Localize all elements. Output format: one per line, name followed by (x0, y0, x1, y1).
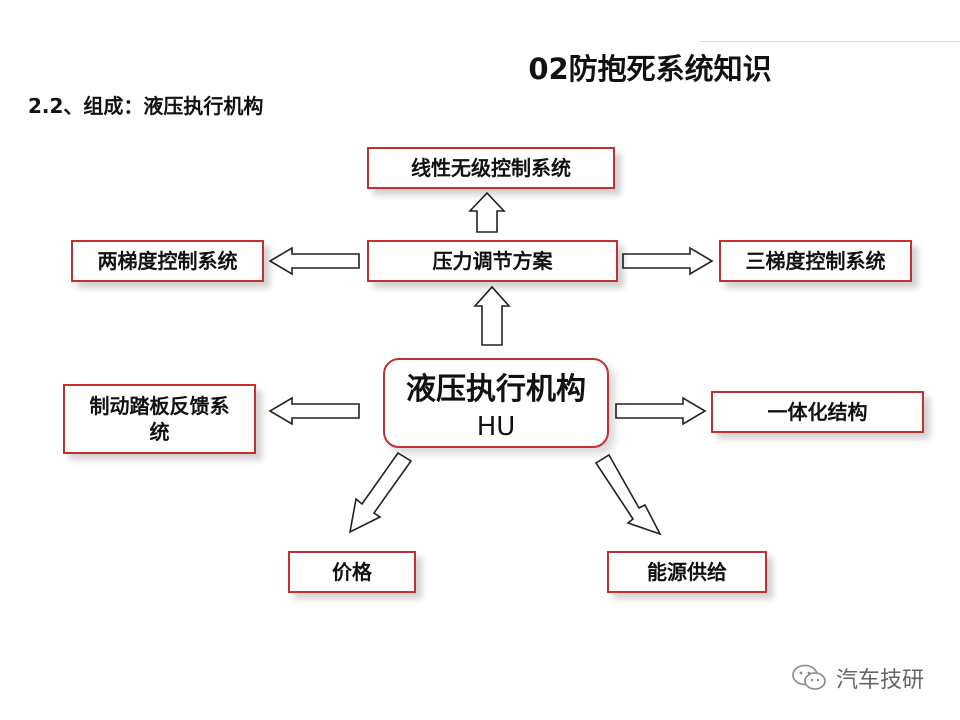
node-integrated-structure: 一体化结构 (711, 391, 924, 433)
node-two-gradient-control: 两梯度控制系统 (71, 240, 264, 282)
arrow-up-to-linear (468, 191, 506, 233)
section-subtitle: 2.2、组成：液压执行机构 (28, 94, 264, 118)
node-pressure-scheme: 压力调节方案 (367, 240, 618, 282)
hydraulic-unit-abbr: HU (476, 412, 516, 442)
arrow-down-left-to-price (348, 451, 413, 534)
node-price: 价格 (288, 551, 416, 593)
arrow-left-to-two-gradient (268, 246, 360, 276)
arrow-right-to-integrated (615, 396, 707, 426)
node-pedal-feedback: 制动踏板反馈系 统 (63, 384, 256, 454)
header-divider-line (700, 41, 960, 42)
node-three-gradient-control: 三梯度控制系统 (719, 240, 912, 282)
watermark-text: 汽车技研 (836, 668, 925, 693)
arrow-right-to-three-gradient (622, 246, 714, 276)
arrow-left-to-pedal (268, 396, 360, 426)
arrow-up-to-pressure (473, 285, 511, 346)
wechat-icon (792, 664, 826, 690)
slide-title: 02防抱死系统知识 (528, 52, 772, 86)
arrow-down-right-to-energy (594, 453, 662, 536)
node-hydraulic-unit: 液压执行机构 HU (383, 358, 609, 448)
node-energy-supply: 能源供给 (607, 551, 767, 593)
node-linear-stepless-control: 线性无级控制系统 (367, 147, 615, 189)
watermark: 汽车技研 (790, 662, 924, 694)
hydraulic-unit-name: 液压执行机构 (406, 372, 586, 407)
